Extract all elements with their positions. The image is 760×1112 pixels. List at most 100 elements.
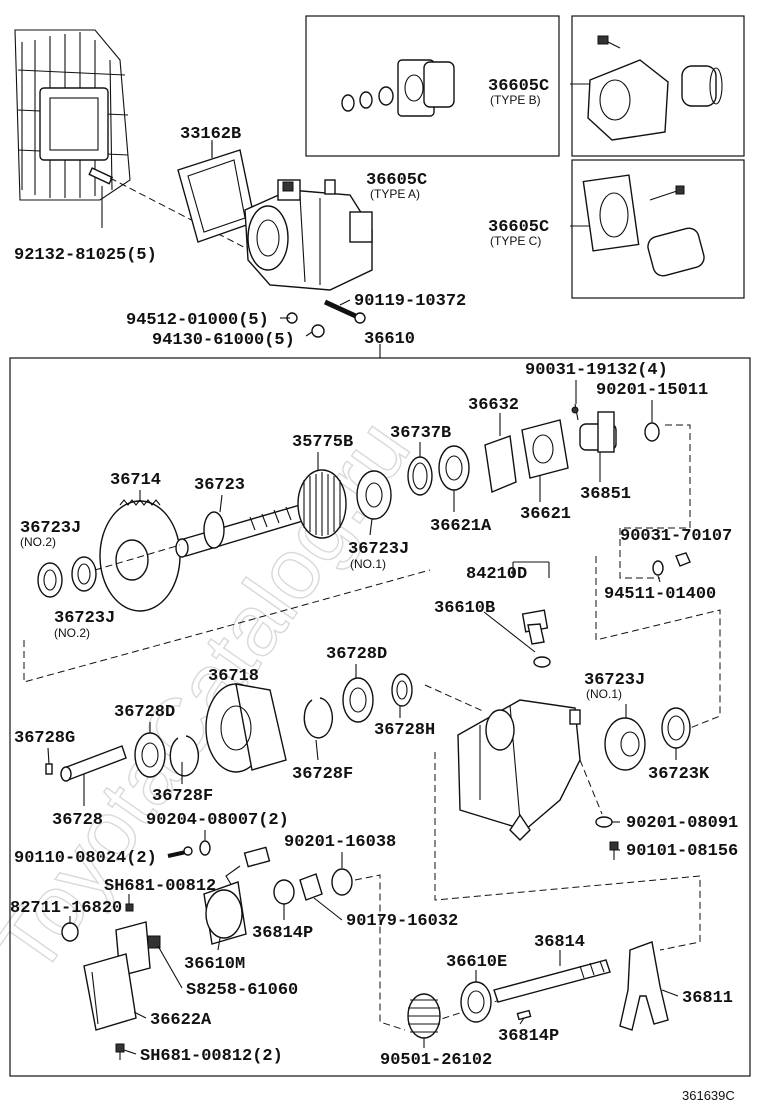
washer-90204: [199, 840, 211, 856]
gasket-33162b: [177, 140, 256, 243]
label-36610e: 36610E: [446, 953, 507, 972]
label-36622a: 36622A: [150, 1011, 212, 1030]
label-35775b: 35775B: [292, 433, 353, 452]
label-90501: 90501-26102: [380, 1051, 492, 1070]
washer-94511: [652, 560, 664, 576]
washer-36723j-no1: [356, 470, 392, 520]
cover-36610m: [203, 881, 247, 945]
label-90031-70107: 90031-70107: [620, 527, 732, 546]
washer-90201-08091: [595, 816, 613, 828]
type-b-parts: [587, 35, 723, 141]
harness-connector: [225, 846, 271, 887]
label-36728h: 36728H: [374, 721, 435, 740]
washer-36728h: [391, 673, 413, 707]
label-36814p-b: 36814P: [498, 1027, 559, 1046]
flange-36851: [579, 411, 617, 453]
label-36610-main: 36610: [364, 330, 415, 349]
label-36728d-b: 36728D: [326, 645, 387, 664]
shaft-36814: [493, 959, 611, 1003]
bolt-90101-08156: [609, 841, 619, 860]
nut-90179: [299, 873, 323, 901]
part-labels: 33162B 92132-81025(5) 94512-01000(5) 941…: [10, 77, 738, 1070]
snap-ring-36728f-right: [303, 697, 334, 739]
type-a-parts: [341, 59, 455, 117]
label-36723k: 36723K: [648, 765, 710, 784]
label-94130: 94130-61000(5): [152, 331, 295, 350]
label-36851: 36851: [580, 485, 631, 504]
type-a-box: [305, 15, 560, 157]
label-type-a: (TYPE A): [370, 187, 420, 201]
label-33162b: 33162B: [180, 125, 241, 144]
sensor-84210d: [512, 561, 550, 645]
label-90201-08091: 90201-08091: [626, 814, 738, 833]
washer-90201-15011: [644, 422, 660, 442]
label-36723: 36723: [194, 476, 245, 495]
label-36610b: 36610B: [434, 599, 495, 618]
label-90201-15011: 90201-15011: [596, 381, 708, 400]
bearing-36728d-right: [342, 677, 374, 723]
label-36728f-b: 36728F: [292, 765, 353, 784]
label-36632: 36632: [468, 396, 519, 415]
pto-assembly-illustration: [244, 179, 373, 291]
label-36714: 36714: [110, 471, 161, 490]
label-36723j-no1-b-sub: (NO.1): [586, 687, 622, 701]
pto-case-36610: [457, 699, 581, 841]
plug-36814p-left: [273, 879, 295, 905]
shaft-36728: [60, 745, 127, 782]
bolt-90110: [167, 846, 193, 858]
snap-ring-36728f-left: [169, 735, 200, 777]
plug-36814p-right: [516, 1009, 532, 1021]
bearing-36728d-left: [134, 732, 166, 778]
bolt-90119: [323, 299, 366, 324]
type-b-box: [571, 15, 745, 157]
bolt-92132: [88, 167, 114, 228]
type-c-parts: [582, 174, 705, 277]
label-36728: 36728: [52, 811, 103, 830]
label-36723j-no2-a: 36723J: [20, 519, 81, 538]
bearing-35775b: [297, 469, 347, 539]
label-36723j-no2-b-sub: (NO.2): [54, 626, 90, 640]
label-36728g: 36728G: [14, 729, 75, 748]
washer-36723j-no1-right: [604, 717, 646, 771]
nut-90031-70107: [675, 552, 691, 567]
label-90101-08156: 90101-08156: [626, 842, 738, 861]
label-36737b: 36737B: [390, 424, 451, 443]
label-36718: 36718: [208, 667, 259, 686]
fork-36811: [619, 941, 669, 1031]
needle-bearings-36723j-no2: [37, 556, 97, 598]
cover-36621: [521, 403, 579, 479]
label-sh681-a: SH681-00812: [104, 877, 216, 896]
label-36605c-type-c: 36605C: [488, 218, 549, 237]
washer-90201-16038: [331, 868, 353, 896]
label-92132: 92132-81025(5): [14, 246, 157, 265]
label-36814: 36814: [534, 933, 585, 952]
label-36723j-no1-a: 36723J: [348, 540, 409, 559]
label-36811: 36811: [682, 989, 733, 1008]
label-36621a: 36621A: [430, 517, 492, 536]
seal-36610e: [460, 981, 492, 1023]
label-84210d: 84210D: [466, 565, 527, 584]
label-36723j-no1-a-sub: (NO.1): [350, 557, 386, 571]
figure-id: 361639C: [682, 1088, 735, 1103]
label-90179: 90179-16032: [346, 912, 458, 931]
label-type-b: (TYPE B): [490, 93, 541, 107]
label-90110: 90110-08024(2): [14, 849, 157, 868]
label-s8258: S8258-61060: [186, 981, 298, 1000]
label-36814p-a: 36814P: [252, 924, 313, 943]
nut-94130: [311, 324, 325, 338]
label-90031-19132: 90031-19132(4): [525, 361, 668, 380]
gear-36714: [99, 499, 181, 612]
bolt-sh681-bottom: [115, 1043, 125, 1060]
label-36605c-type-b: 36605C: [488, 77, 549, 96]
leader-lines: [47, 83, 679, 1055]
gear-36718: [205, 683, 287, 773]
label-36728f-a: 36728F: [152, 787, 213, 806]
label-90119: 90119-10372: [354, 292, 466, 311]
label-36610m: 36610M: [184, 955, 245, 974]
label-90201-16038: 90201-16038: [284, 833, 396, 852]
label-36723j-no2-b: 36723J: [54, 609, 115, 628]
seal-36723k: [661, 707, 691, 749]
label-36728d-a: 36728D: [114, 703, 175, 722]
